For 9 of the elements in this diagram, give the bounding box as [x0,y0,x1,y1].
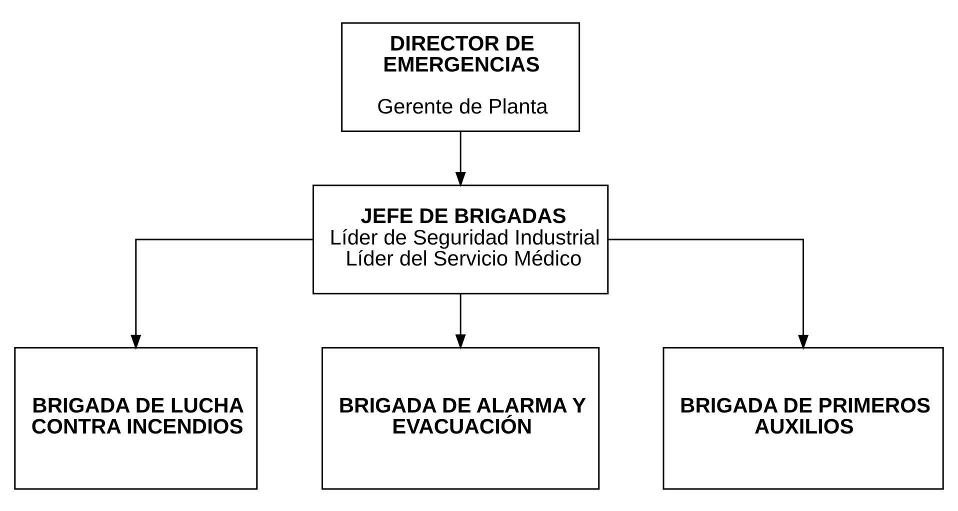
node-box: JEFE DE BRIGADAS Líder de Seguridad Industrial Líder del Servicio Médico [312,184,609,294]
node-box: BRIGADA DE LUCHA CONTRA INCENDIOS [14,346,258,490]
arrow [455,131,466,187]
node-box: BRIGADA DE PRIMEROS AUXILIOS [662,346,944,490]
arrow [455,293,466,349]
arrow [608,238,809,350]
node-box: BRIGADA DE ALARMA Y EVACUACIÓN [322,346,600,490]
node-box: DIRECTOR DE EMERGENCIAS Gerente de Planta [341,22,580,132]
arrow [130,238,313,350]
